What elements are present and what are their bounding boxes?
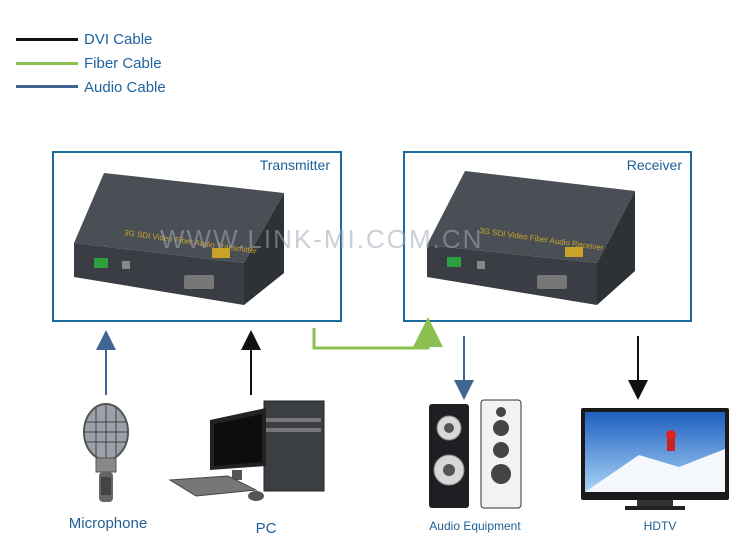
watermark: WWW.LINK-MI.COM.CN xyxy=(160,224,484,254)
legend-fiber-line xyxy=(16,62,78,65)
fiber-link xyxy=(312,317,443,350)
transmitter-panel: Transmitter 3G SDI Video Fiber Audio Tra… xyxy=(52,151,342,322)
legend-audio-line xyxy=(16,85,78,88)
hdtv-icon xyxy=(581,408,729,510)
transmitter-title: Transmitter xyxy=(259,157,330,173)
pc-caption: PC xyxy=(255,520,277,537)
receiver-panel: Receiver 3G SDI Video Fiber Audio Receiv… xyxy=(403,151,692,322)
receiver-title: Receiver xyxy=(626,157,682,173)
pc-icon xyxy=(168,400,325,501)
legend-dvi-line xyxy=(16,38,78,41)
legend-dvi-label: DVI Cable xyxy=(84,31,153,48)
legend-audio-label: Audio Cable xyxy=(84,79,166,96)
transmitter-box-image: 3G SDI Video Fiber Audio Transmitter xyxy=(74,173,284,305)
legend-fiber-label: Fiber Cable xyxy=(84,55,162,72)
audio-caption: Audio Equipment xyxy=(429,519,521,533)
microphone-icon xyxy=(83,403,129,502)
microphone-caption: Microphone xyxy=(68,515,148,532)
receiver-box-image: 3G SDI Video Fiber Audio Receiver xyxy=(427,171,635,305)
speaker-icon xyxy=(429,399,522,509)
hdtv-caption: HDTV xyxy=(643,519,677,533)
